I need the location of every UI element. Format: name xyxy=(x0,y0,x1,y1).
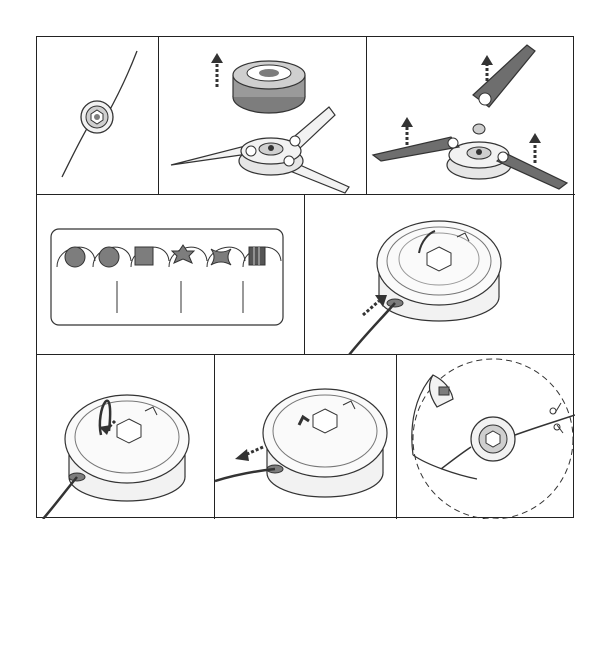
insert-line-into-head-icon xyxy=(305,195,575,355)
wind-line-icon xyxy=(215,355,397,519)
arrow-up-icon xyxy=(529,133,541,163)
panel-remove-blades xyxy=(367,37,575,195)
cut-line-to-length-icon xyxy=(397,355,575,519)
instruction-figure-sheet xyxy=(36,36,574,518)
panel-wind-line xyxy=(215,355,397,519)
pull-line-loop-icon xyxy=(37,355,215,519)
remove-spool-cap-icon xyxy=(159,37,367,195)
panel-insert-line-into-head xyxy=(305,195,575,355)
panel-cut-line-to-length xyxy=(397,355,575,519)
trimmer-head-with-line-icon xyxy=(37,37,159,195)
arrow-up-icon xyxy=(401,117,413,145)
line-cross-section-types-icon xyxy=(37,195,305,355)
scissors-icon xyxy=(550,403,563,433)
panel-line-cross-section-types xyxy=(37,195,305,355)
arrow-up-icon xyxy=(211,53,223,87)
panel-pull-line-loop xyxy=(37,355,215,519)
remove-blades-icon xyxy=(367,37,575,195)
arrow-insert-icon xyxy=(363,295,387,315)
arrow-pull-out-icon xyxy=(235,447,263,461)
arrow-up-icon xyxy=(481,55,493,81)
panel-trimmer-head-with-line xyxy=(37,37,159,195)
panel-remove-spool-cap xyxy=(159,37,367,195)
